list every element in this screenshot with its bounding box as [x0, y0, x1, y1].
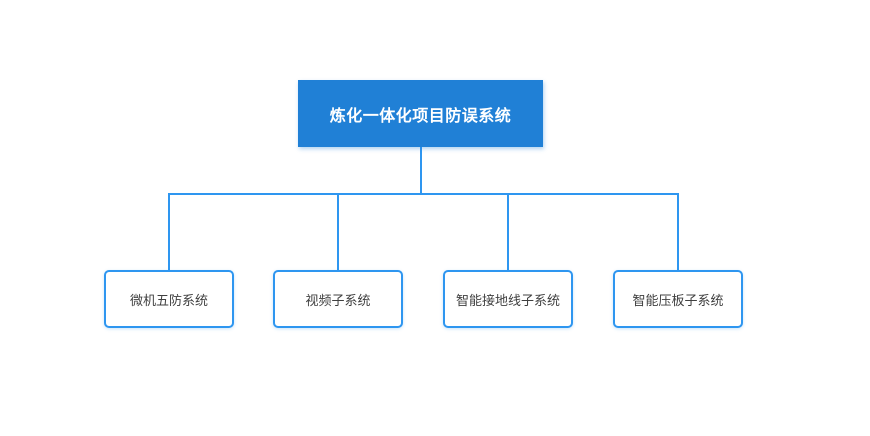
connector-drop-3 — [507, 194, 509, 270]
connector-drop-1 — [168, 194, 170, 270]
child-node-smart-pressure-plate-subsystem[interactable]: 智能压板子系统 — [613, 270, 743, 328]
child-node-smart-grounding-wire-subsystem[interactable]: 智能接地线子系统 — [443, 270, 573, 328]
child-node-label: 智能接地线子系统 — [455, 292, 560, 308]
root-node[interactable]: 炼化一体化项目防误系统 — [298, 80, 543, 147]
root-node-label: 炼化一体化项目防误系统 — [329, 107, 512, 125]
child-node-label: 智能压板子系统 — [632, 292, 724, 308]
child-node-video-subsystem[interactable]: 视频子系统 — [273, 270, 403, 328]
connector-drop-2 — [337, 194, 339, 270]
connector-drop-4 — [677, 194, 679, 270]
connector-horizontal-bar — [168, 193, 679, 195]
child-node-label: 视频子系统 — [305, 292, 371, 308]
connector-root-stem — [420, 147, 422, 194]
child-node-microcomputer-five-prevention[interactable]: 微机五防系统 — [104, 270, 234, 328]
child-node-label: 微机五防系统 — [129, 292, 208, 308]
